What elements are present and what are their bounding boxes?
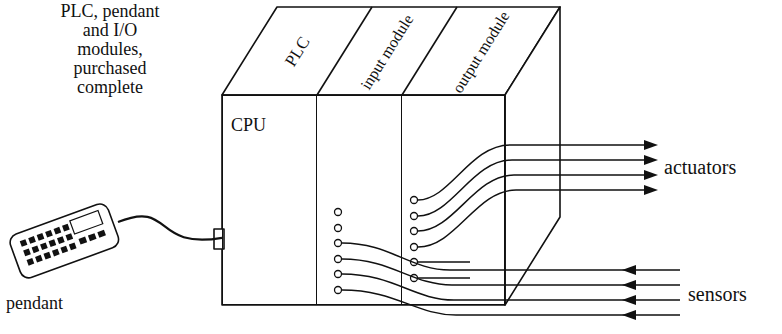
sensor-arrowheads: [622, 265, 636, 320]
module-heading: input module: [357, 11, 417, 92]
pendant-key: [28, 236, 36, 244]
pendant-key: [60, 246, 68, 254]
pendant-key: [54, 227, 62, 235]
input-module: input module: [317, 95, 402, 305]
side-face: [505, 7, 560, 305]
cpu-module: PLCCPU: [222, 95, 317, 305]
pendant-cable: [118, 216, 222, 239]
signal-group-label: sensors: [688, 283, 747, 305]
pendant-key: [45, 230, 53, 238]
pendant-key: [35, 255, 43, 263]
pendant-key: [52, 249, 60, 257]
caption-note: PLC, pendant and I/O modules, purchased …: [51, 2, 169, 97]
module-heading: PLC: [282, 34, 314, 70]
pendant-key: [62, 224, 70, 232]
pendant-outline: [6, 190, 122, 290]
pendant-key: [49, 239, 57, 247]
output-terminals: [411, 197, 418, 282]
pendant-screen: [70, 211, 103, 234]
device-label: pendant: [6, 294, 63, 314]
pendant-key: [27, 258, 35, 266]
output-module: output module: [402, 95, 505, 305]
pendant-key: [65, 233, 73, 241]
input-terminals: [335, 209, 342, 294]
pendant-body: [8, 202, 121, 281]
pendant-key: [88, 233, 97, 241]
pendant-key: [57, 236, 65, 244]
actuator-wires: [418, 145, 648, 247]
module-heading: output module: [449, 8, 513, 96]
pendant-key: [69, 243, 77, 251]
signal-group-label: actuators: [664, 156, 736, 178]
pendant-key: [79, 237, 88, 245]
front-face: [222, 95, 505, 305]
pendant-key: [40, 242, 48, 250]
pendant-key: [23, 249, 31, 257]
pendant-key: [20, 239, 28, 247]
pendant-key: [97, 230, 106, 238]
pendant-key: [37, 233, 45, 241]
actuator-arrowheads: [644, 140, 658, 195]
module-label: CPU: [231, 116, 266, 136]
pendant-key: [43, 252, 51, 260]
pendant-case: [8, 202, 121, 281]
pendant-device: pendant: [6, 190, 122, 290]
pendant-key: [32, 245, 40, 253]
